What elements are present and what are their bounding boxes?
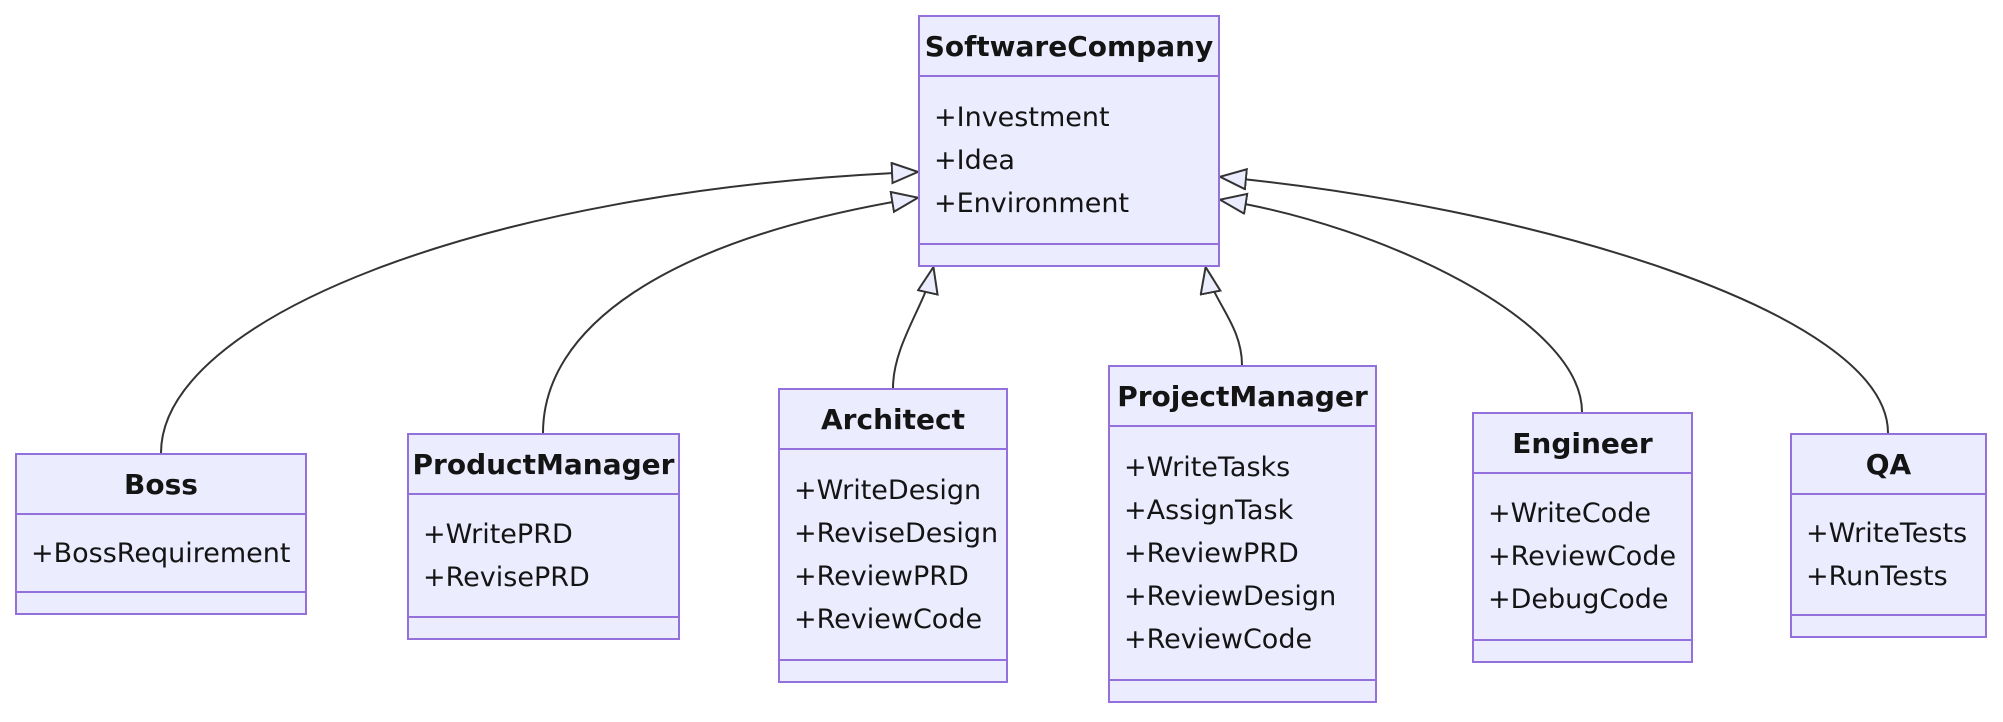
class-title: Boss [17,455,305,515]
edge-productmanager-inherits-softwarecompany [542,198,916,434]
class-title: Architect [780,390,1006,450]
class-empty-compartment [920,243,1218,265]
class-member: +ReviewCode [1124,623,1313,655]
class-members: +WritePRD +RevisePRD [409,495,678,616]
class-box-engineer: Engineer +WriteCode +ReviewCode +DebugCo… [1472,412,1693,663]
class-box-softwarecompany: SoftwareCompany +Investment +Idea +Envir… [918,15,1220,267]
class-members: +WriteDesign +ReviseDesign +ReviewPRD +R… [780,450,1006,659]
class-member: +Environment [934,187,1130,219]
class-member: +ReviewCode [1488,541,1677,572]
edge-qa-inherits-softwarecompany [1222,177,1889,434]
class-member: +ReviewPRD [794,560,969,592]
class-members: +WriteTasks +AssignTask +ReviewPRD +Revi… [1110,427,1375,679]
class-member: +RunTests [1806,560,1948,592]
class-empty-compartment [780,659,1006,681]
class-member: +BossRequirement [31,537,291,569]
class-member: +Investment [934,101,1110,133]
class-box-productmanager: ProductManager +WritePRD +RevisePRD [407,433,680,640]
class-member: +AssignTask [1124,494,1294,526]
class-member: +WriteCode [1488,498,1652,529]
class-box-projectmanager: ProjectManager +WriteTasks +AssignTask +… [1108,365,1377,703]
class-members: +WriteCode +ReviewCode +DebugCode [1474,474,1691,639]
class-members: +Investment +Idea +Environment [920,77,1218,243]
class-members: +WriteTests +RunTests [1792,495,1985,614]
class-title: SoftwareCompany [920,17,1218,77]
class-empty-compartment [1474,639,1691,661]
class-empty-compartment [1792,614,1985,636]
edge-boss-inherits-softwarecompany [160,172,916,454]
class-title: ProjectManager [1110,367,1375,427]
class-title: Engineer [1474,414,1691,474]
class-member: +RevisePRD [423,561,590,593]
edge-projectmanager-inherits-softwarecompany [1206,269,1243,366]
class-member: +Idea [934,144,1015,176]
class-empty-compartment [17,591,305,613]
class-members: +BossRequirement [17,515,305,591]
edge-architect-inherits-softwarecompany [892,269,933,389]
class-empty-compartment [1110,679,1375,701]
class-member: +ReviewCode [794,603,983,635]
class-empty-compartment [409,616,678,638]
class-box-qa: QA +WriteTests +RunTests [1790,433,1987,638]
class-title: ProductManager [409,435,678,495]
class-member: +WriteDesign [794,474,982,506]
class-title: QA [1792,435,1985,495]
class-member: +ReviewPRD [1124,537,1299,569]
class-box-architect: Architect +WriteDesign +ReviseDesign +Re… [778,388,1008,683]
class-member: +WriteTests [1806,517,1968,549]
class-member: +WriteTasks [1124,451,1291,483]
class-box-boss: Boss +BossRequirement [15,453,307,615]
class-member: +ReviewDesign [1124,580,1337,612]
edge-engineer-inherits-softwarecompany [1222,200,1583,413]
class-member: +DebugCode [1488,584,1669,615]
class-member: +WritePRD [423,518,573,550]
class-member: +ReviseDesign [794,517,999,549]
